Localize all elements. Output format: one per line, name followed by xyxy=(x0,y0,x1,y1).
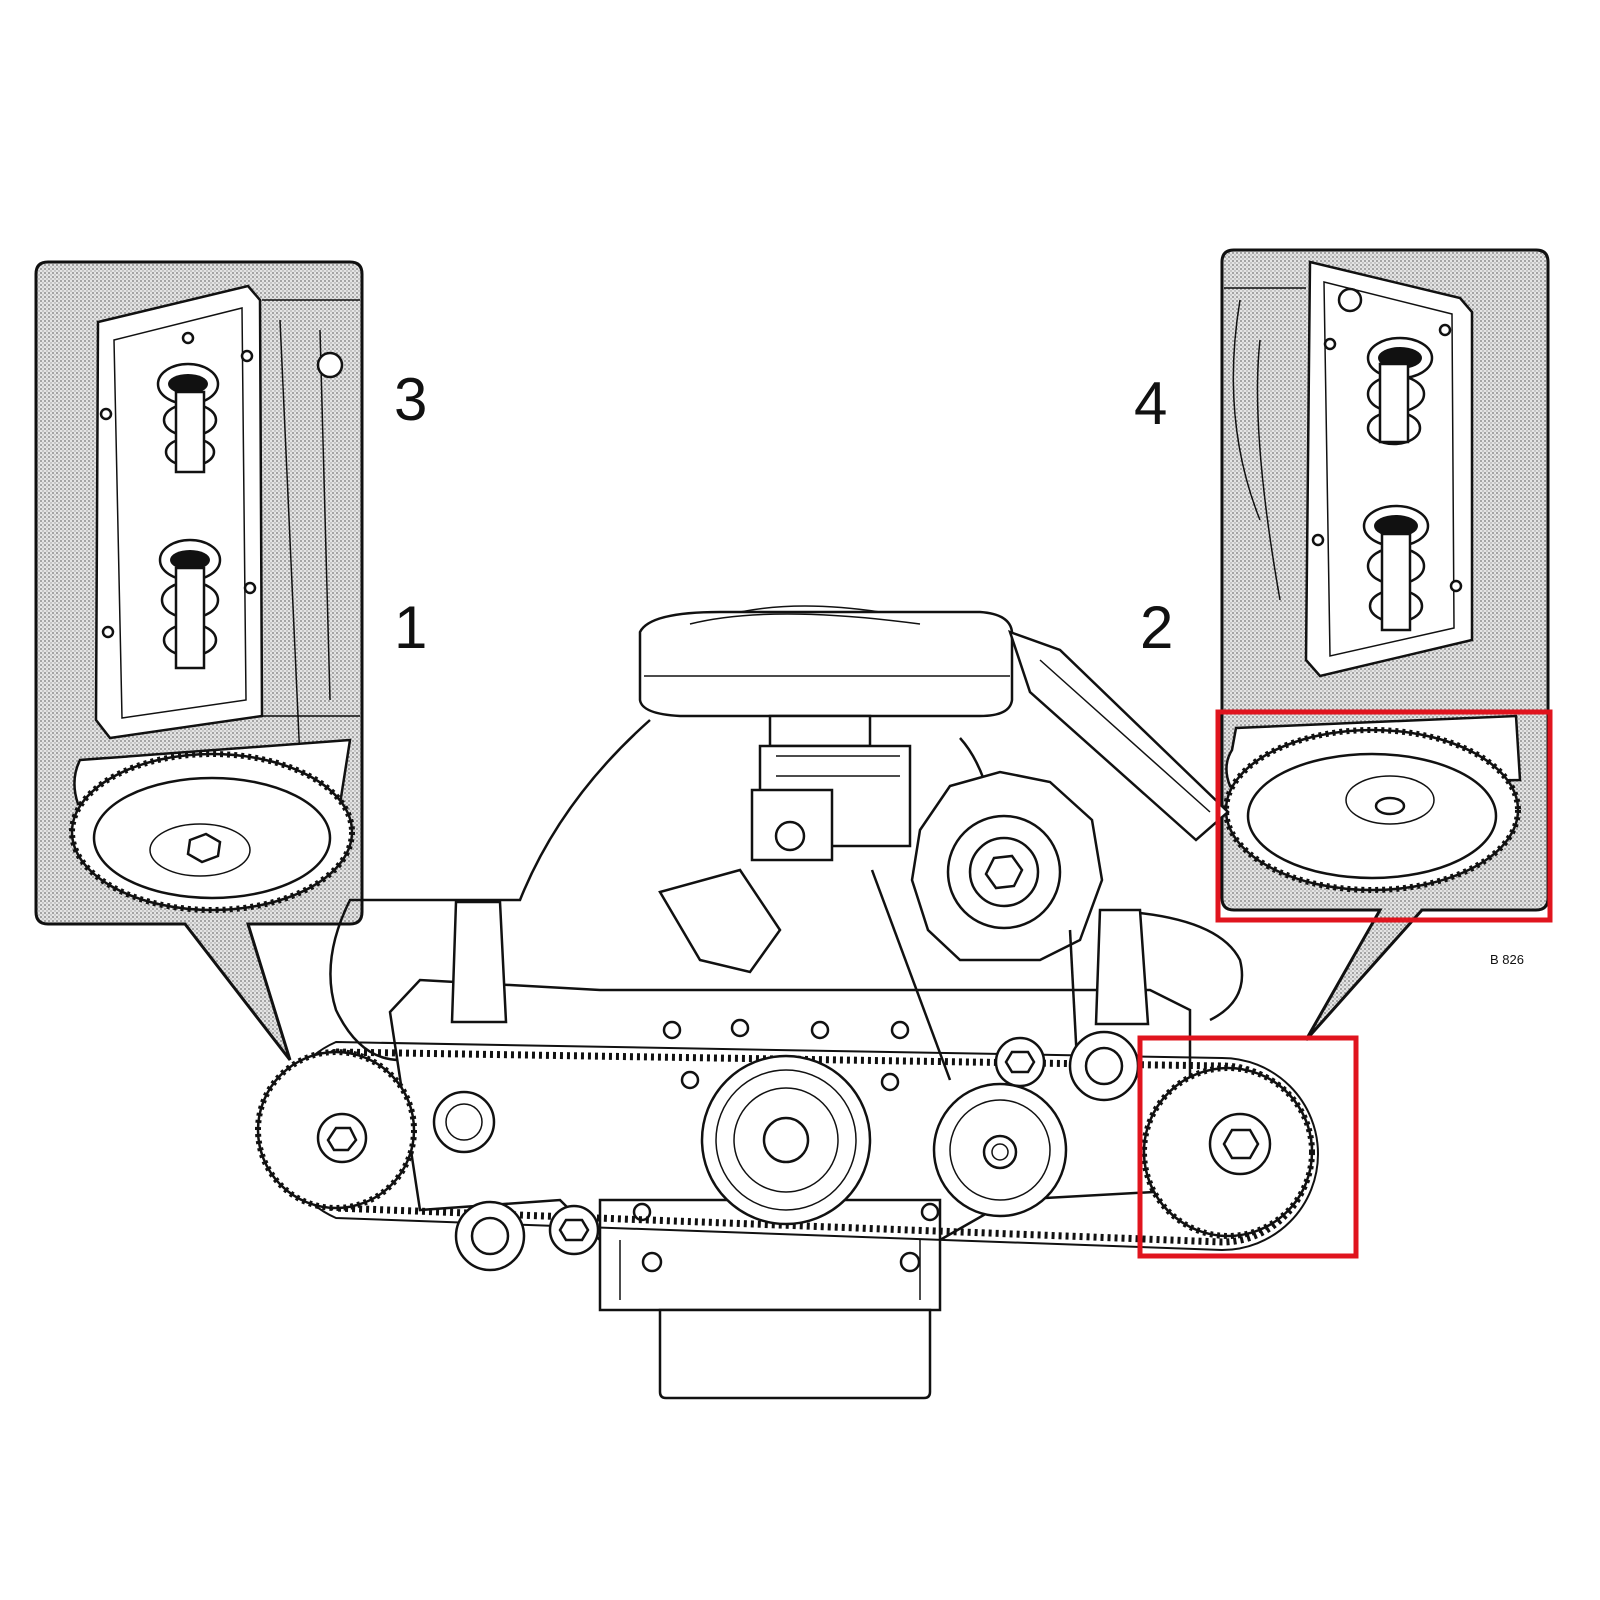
block-bolts xyxy=(632,1018,940,1273)
label-cylinder-3: 3 xyxy=(394,366,427,433)
alternator xyxy=(870,770,1104,1081)
left-cylinder-head xyxy=(94,284,360,761)
crankshaft-pulley xyxy=(700,1054,872,1226)
highlight-box-right-cam-pulley xyxy=(1215,709,1553,923)
air-cleaner xyxy=(638,605,1230,842)
label-cylinder-1: 1 xyxy=(394,594,427,661)
label-cylinder-2: 2 xyxy=(1140,594,1173,661)
water-pump-pulley xyxy=(932,1082,1068,1218)
right-crank-side-pulley xyxy=(1141,1065,1315,1239)
figure-reference-code: B 826 xyxy=(1490,952,1524,967)
left-crank-side-pulley xyxy=(255,1049,417,1211)
tensioner-rollers xyxy=(454,1030,1140,1272)
intermediate-pulley xyxy=(432,1090,496,1154)
left-camshaft xyxy=(156,362,222,670)
right-camshaft xyxy=(1362,336,1434,632)
left-cam-pulley xyxy=(69,738,355,913)
left-camshaft-inset xyxy=(34,260,364,1061)
highlight-box-right-crank-pulley xyxy=(1137,1035,1359,1259)
label-cylinder-4: 4 xyxy=(1134,370,1167,437)
right-camshaft-inset xyxy=(1220,248,1550,1041)
right-cam-pulley xyxy=(1223,714,1522,893)
carburettor xyxy=(658,714,912,974)
